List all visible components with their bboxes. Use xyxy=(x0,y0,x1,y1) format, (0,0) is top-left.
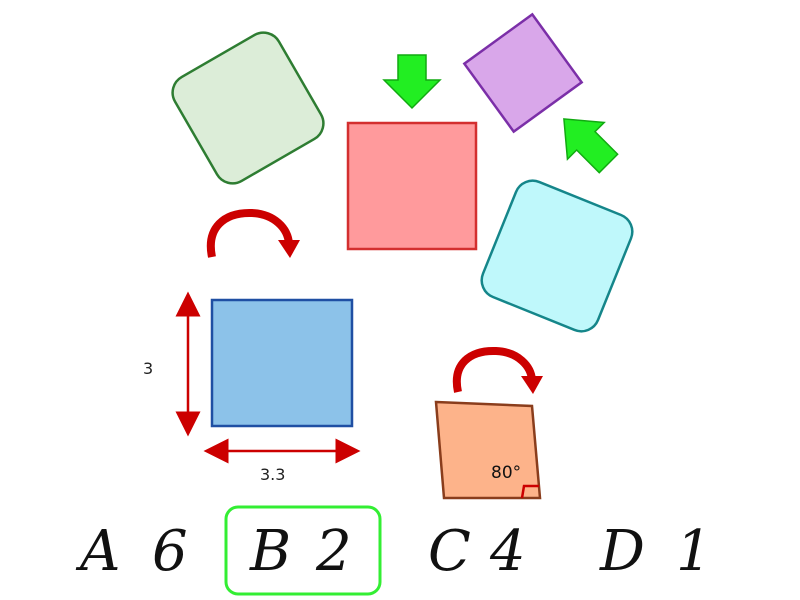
answer-option-d[interactable]: D 1 xyxy=(599,519,712,584)
red-square xyxy=(346,121,478,251)
angle-label: 80° xyxy=(491,463,521,483)
rotation-arrow-icon xyxy=(452,346,543,394)
answer-letter: C xyxy=(428,519,471,584)
diagonal-arrow-icon xyxy=(563,118,619,174)
height-label: 3 xyxy=(143,359,153,378)
answer-option-b[interactable]: B 2 xyxy=(249,519,352,584)
cyan-square xyxy=(480,179,634,333)
answer-number: 2 xyxy=(315,519,352,584)
answer-letter: D xyxy=(599,519,645,584)
down-arrow-icon xyxy=(382,54,442,110)
answer-letter: A xyxy=(75,519,120,584)
answer-number: 6 xyxy=(152,519,188,584)
angle-marker xyxy=(520,484,539,499)
rotation-arrow-icon xyxy=(206,208,300,258)
purple-square xyxy=(462,12,584,134)
answer-number: 4 xyxy=(489,519,526,584)
answer-option-a[interactable]: A 6 xyxy=(75,519,188,584)
green-square xyxy=(171,31,325,185)
blue-rectangle xyxy=(210,298,354,428)
answer-number: 1 xyxy=(676,519,712,584)
answer-option-c[interactable]: C 4 xyxy=(428,519,526,584)
orange-quadrilateral xyxy=(434,400,542,500)
answer-letter: B xyxy=(249,519,291,584)
answer-selection-box xyxy=(224,505,382,596)
width-label: 3.3 xyxy=(260,465,285,484)
